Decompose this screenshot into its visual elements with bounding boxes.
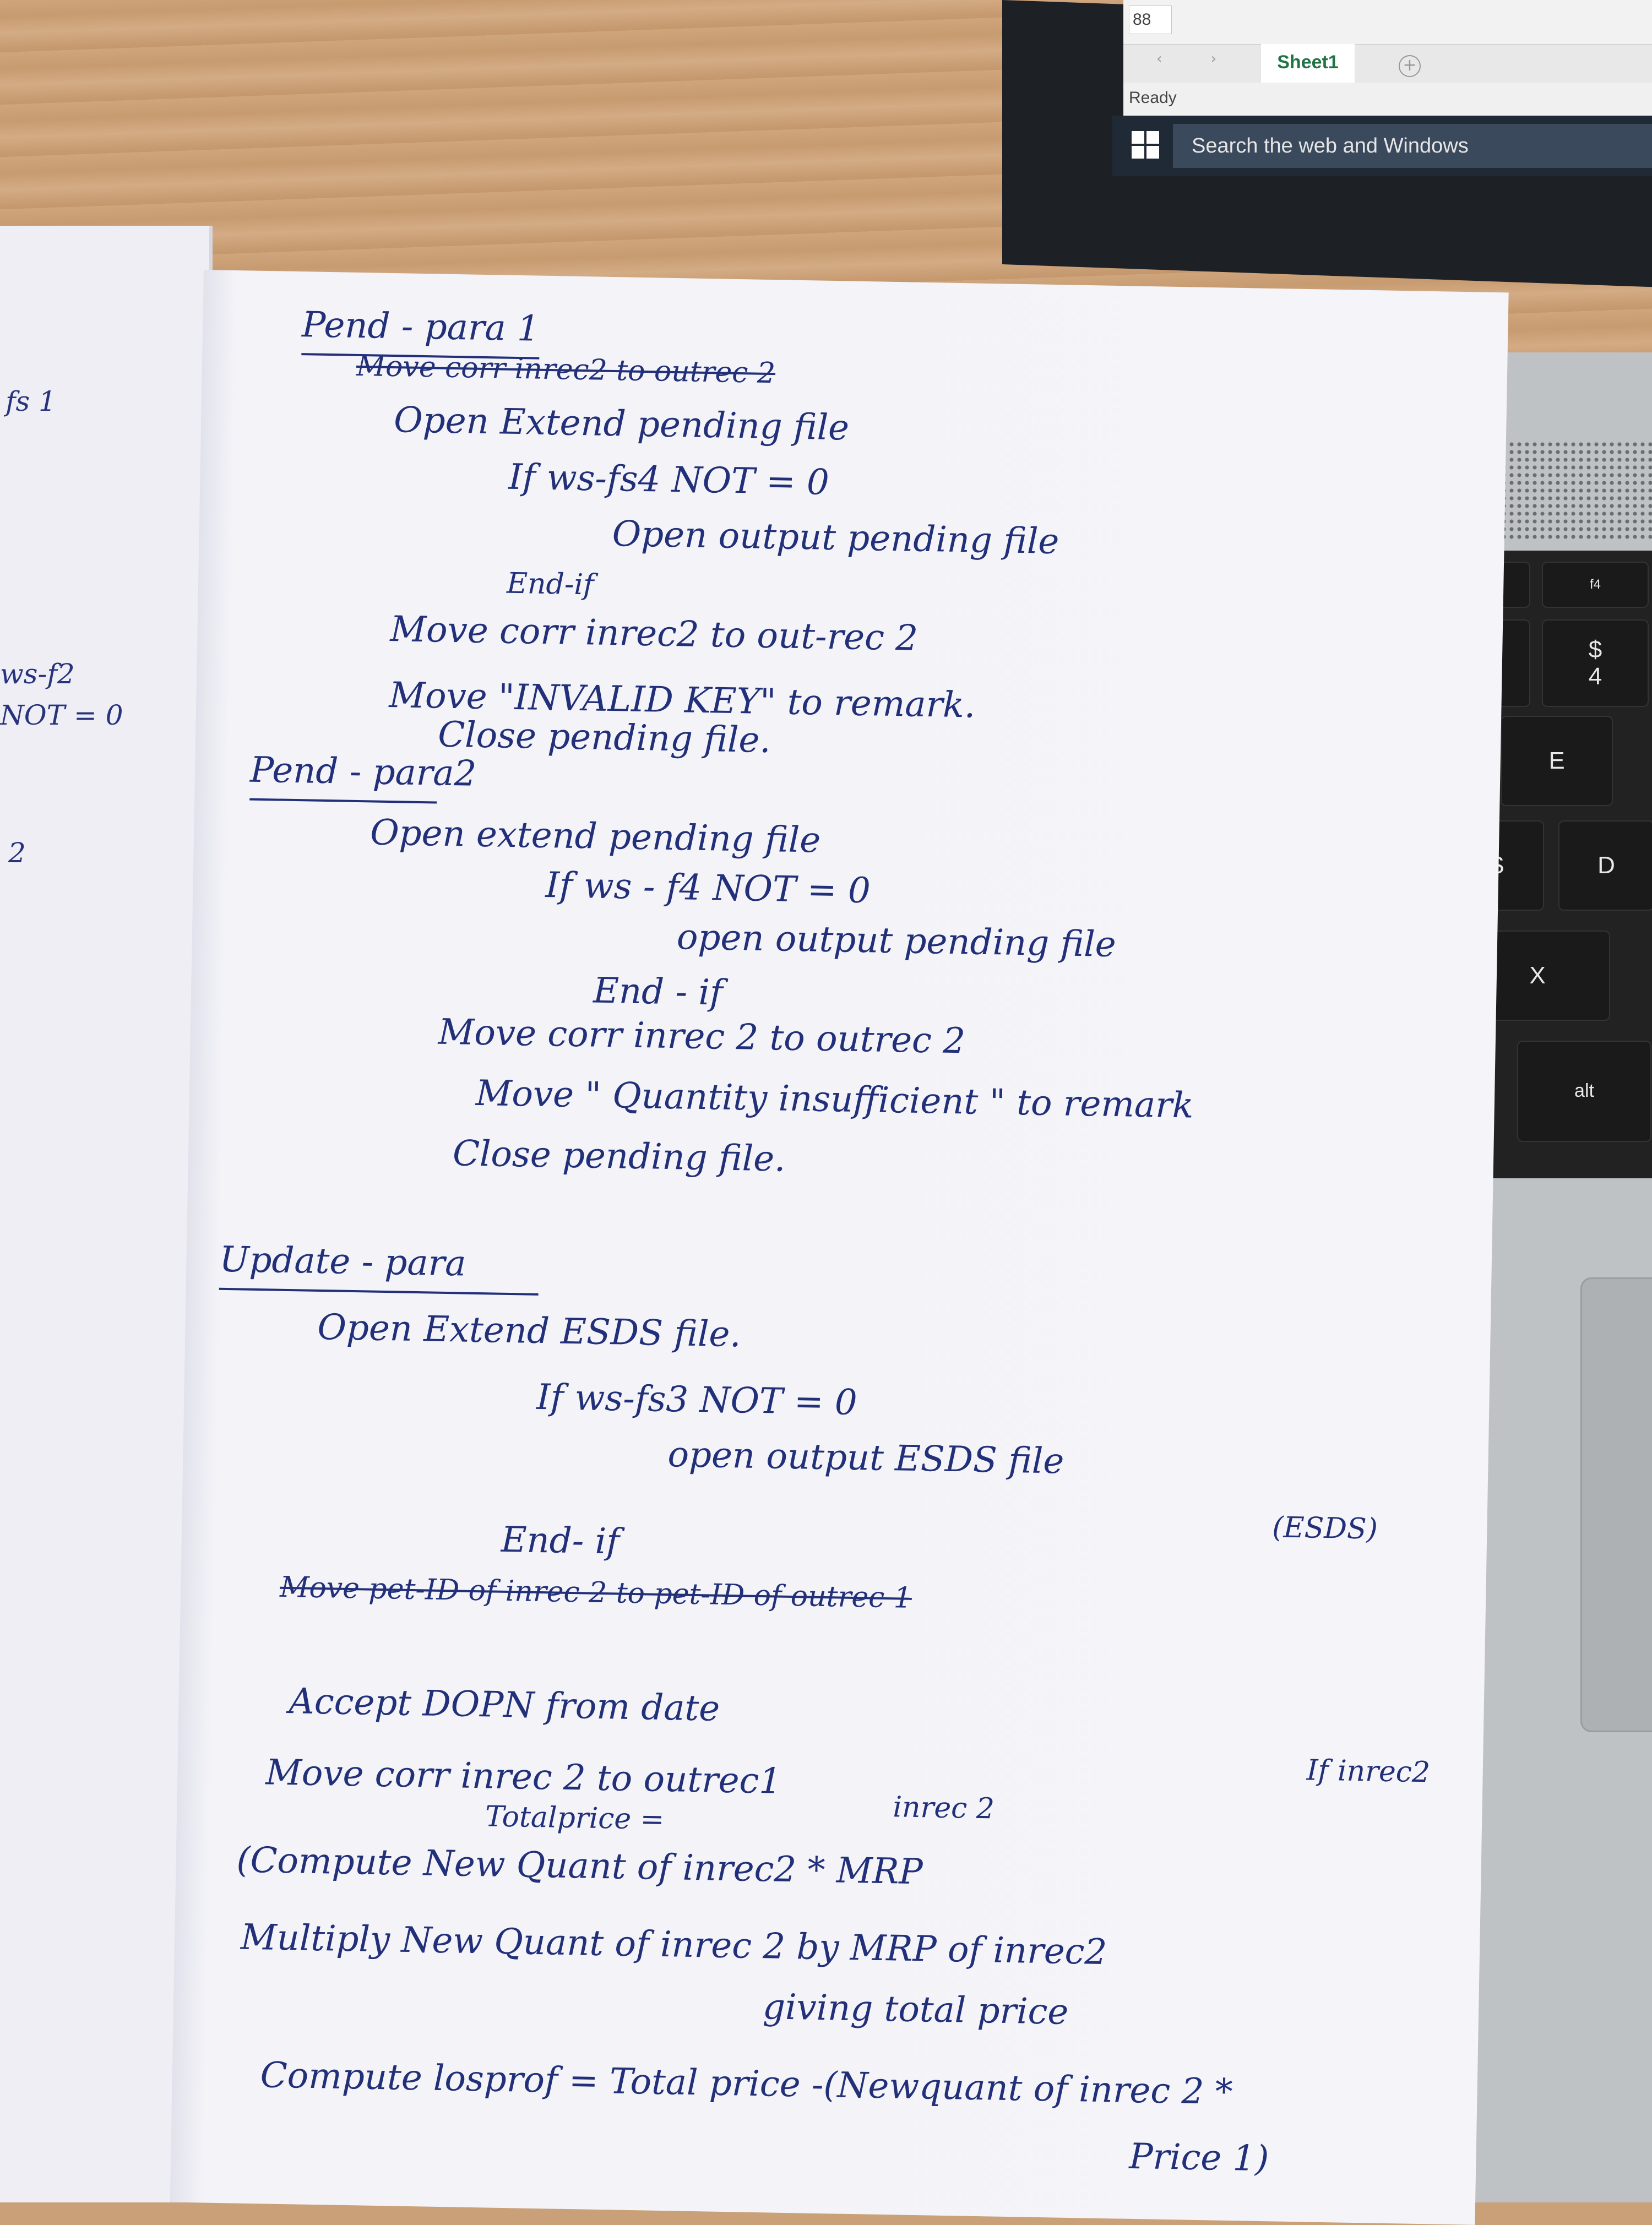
- struck-line: Move corr inrec2 to outrec 2: [356, 349, 776, 390]
- status-bar: Ready: [1123, 83, 1652, 113]
- note-line: Price 1): [1128, 2136, 1269, 2180]
- note-annotation: If inrec2: [1306, 1754, 1431, 1789]
- key-d[interactable]: D: [1558, 820, 1652, 911]
- touchpad[interactable]: [1580, 1277, 1652, 1732]
- note-line: If ws-fs3 NOT = 0: [536, 1377, 858, 1424]
- sheet-tab-bar: [1123, 44, 1652, 83]
- note-annotation: (ESDS): [1271, 1511, 1378, 1546]
- note-line: End - if: [593, 970, 724, 1014]
- note-line: open output ESDS file: [667, 1434, 1064, 1482]
- left-page-text: 2: [8, 837, 26, 869]
- left-page-text: fs 1: [6, 385, 56, 417]
- note-line: End- if: [501, 1519, 620, 1563]
- note-line: Move corr inrec 2 to outrec1: [265, 1752, 782, 1802]
- note-annotation: inrec 2: [892, 1791, 995, 1826]
- note-line: End-if: [506, 567, 594, 602]
- note-line: Open Extend ESDS file.: [317, 1307, 742, 1356]
- heading-pend-para2: Pend - para2: [249, 749, 477, 804]
- note-line: Move corr inrec 2 to outrec 2: [438, 1011, 966, 1062]
- note-line: giving total price: [762, 1987, 1069, 2033]
- note-line: Compute losprof = Total price -(Newquant…: [260, 2055, 1233, 2113]
- key-4[interactable]: $ 4: [1542, 619, 1649, 707]
- notebook-page: Pend - para 1 Move corr inrec2 to outrec…: [170, 270, 1509, 2225]
- key-alt[interactable]: alt: [1517, 1041, 1651, 1142]
- taskbar-search-input[interactable]: Search the web and Windows: [1173, 124, 1652, 168]
- tab-sheet1[interactable]: Sheet1: [1261, 44, 1355, 85]
- struck-line: Move pet-ID of inrec 2 to pet-ID of outr…: [279, 1570, 912, 1615]
- add-sheet-button[interactable]: +: [1399, 55, 1421, 77]
- key-f4[interactable]: f4: [1542, 562, 1649, 608]
- key-e[interactable]: E: [1501, 716, 1613, 806]
- note-line: Open Extend pending file: [393, 400, 850, 449]
- note-line: If ws-fs4 NOT = 0: [508, 456, 830, 503]
- row-number-cell[interactable]: 88: [1129, 6, 1172, 34]
- left-page-text: ws-f2: [0, 658, 75, 690]
- windows-start-icon[interactable]: [1132, 131, 1159, 159]
- note-line: Move corr inrec2 to out-rec 2: [390, 609, 919, 659]
- note-annotation: Totalprice =: [485, 1800, 665, 1837]
- note-line: If ws - f4 NOT = 0: [545, 865, 871, 912]
- note-line: Close pending file.: [437, 714, 771, 761]
- note-line: Close pending file.: [452, 1133, 786, 1180]
- sheet-nav-arrows[interactable]: ‹ ›: [1156, 51, 1239, 67]
- note-line: (Compute New Quant of inrec2 * MRP: [236, 1840, 923, 1893]
- note-line: open output pending file: [676, 917, 1117, 966]
- note-line: Open output pending file: [612, 514, 1059, 563]
- heading-update-para: Update - para: [219, 1239, 540, 1296]
- note-line: Move " Quantity insufficient " to remark: [475, 1073, 1194, 1127]
- note-line: Open extend pending file: [369, 812, 821, 861]
- left-page-text: NOT = 0: [0, 699, 123, 731]
- note-line: Accept DOPN from date: [288, 1681, 720, 1729]
- note-line: Multiply New Quant of inrec 2 by MRP of …: [240, 1917, 1107, 1973]
